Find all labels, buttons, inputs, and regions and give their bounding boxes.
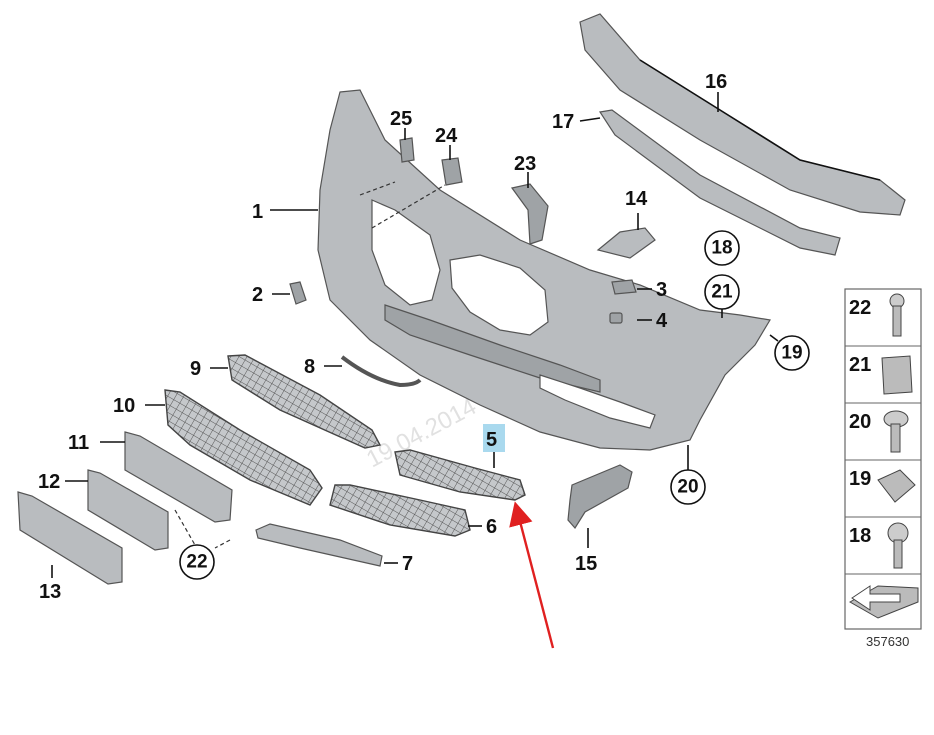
part-12-plate-base	[87, 469, 169, 551]
callout-8: 8	[304, 356, 315, 378]
panel-num-20: 20	[849, 411, 871, 433]
dashed-22	[174, 509, 231, 549]
callout-17: 17	[552, 111, 574, 133]
panel-num-18: 18	[849, 525, 871, 547]
part-8-trim	[340, 355, 422, 388]
part-1-bumper-panel	[317, 89, 771, 451]
direction-arrow-icon	[851, 585, 901, 611]
spring-clip-icon	[877, 469, 916, 503]
callout-7: 7	[402, 553, 413, 575]
part-23-bracket	[510, 183, 549, 245]
callout-4: 4	[656, 310, 668, 332]
part-5-grille	[394, 449, 526, 501]
callout-18-circle	[704, 230, 740, 266]
panel-num-21: 21	[849, 354, 871, 376]
callout-19-circle	[774, 335, 810, 371]
part-9-grille	[227, 354, 382, 449]
nut-clip-icon	[881, 355, 913, 395]
part-3-clip	[611, 279, 637, 295]
part-7-strip	[255, 523, 383, 567]
part-1-kidney-right	[449, 254, 549, 336]
callout-25: 25	[390, 108, 412, 130]
part-16-ridge	[639, 59, 881, 181]
part-13-plate-base	[17, 491, 123, 585]
callout-14: 14	[625, 188, 648, 210]
part-24-bracket	[441, 157, 463, 186]
part-2-cap	[289, 281, 307, 305]
alignment-lines	[359, 181, 446, 229]
callout-3: 3	[656, 279, 667, 301]
callout-15: 15	[575, 553, 597, 575]
callout-2: 2	[252, 284, 263, 306]
callout-1: 1	[252, 201, 263, 223]
callout-19: 19	[781, 343, 802, 364]
callout-9: 9	[190, 358, 201, 380]
part-11-plate-base	[124, 431, 233, 523]
leader-17	[579, 117, 601, 122]
callout-10: 10	[113, 395, 135, 417]
callout-22-circle	[179, 544, 215, 580]
callout-21: 21	[711, 282, 733, 303]
callout-22: 22	[186, 552, 207, 573]
panel-num-22: 22	[849, 297, 871, 319]
fastener-panel: 22 21 20 19 18	[844, 288, 922, 630]
callout-12: 12	[38, 471, 60, 493]
part-17-strip	[598, 109, 841, 256]
part-4-nut	[609, 312, 623, 324]
red-arrow	[509, 501, 555, 649]
callout-5: 5	[486, 429, 497, 451]
reference-number: 357630	[866, 634, 909, 649]
callout-6: 6	[486, 516, 497, 538]
callout-16: 16	[705, 71, 727, 93]
panel-num-19: 19	[849, 468, 871, 490]
callout-13: 13	[39, 581, 61, 603]
part-1-right-intake	[539, 374, 656, 429]
callout-20: 20	[677, 477, 698, 498]
part-1-lower-opening	[384, 304, 601, 393]
part-5-highlight	[483, 424, 505, 452]
part-16-carrier	[579, 13, 906, 216]
callout-23: 23	[514, 153, 536, 175]
callout-18: 18	[711, 238, 732, 259]
leader-19	[769, 334, 779, 342]
part-1-kidney-left	[371, 199, 441, 306]
part-15-bracket	[567, 464, 633, 530]
callout-11: 11	[68, 432, 89, 454]
part-10-grille	[164, 389, 323, 506]
part-25-bracket	[399, 137, 415, 163]
callout-24: 24	[435, 125, 458, 147]
part-6-grille	[329, 484, 471, 537]
part-14-cover	[596, 227, 656, 259]
